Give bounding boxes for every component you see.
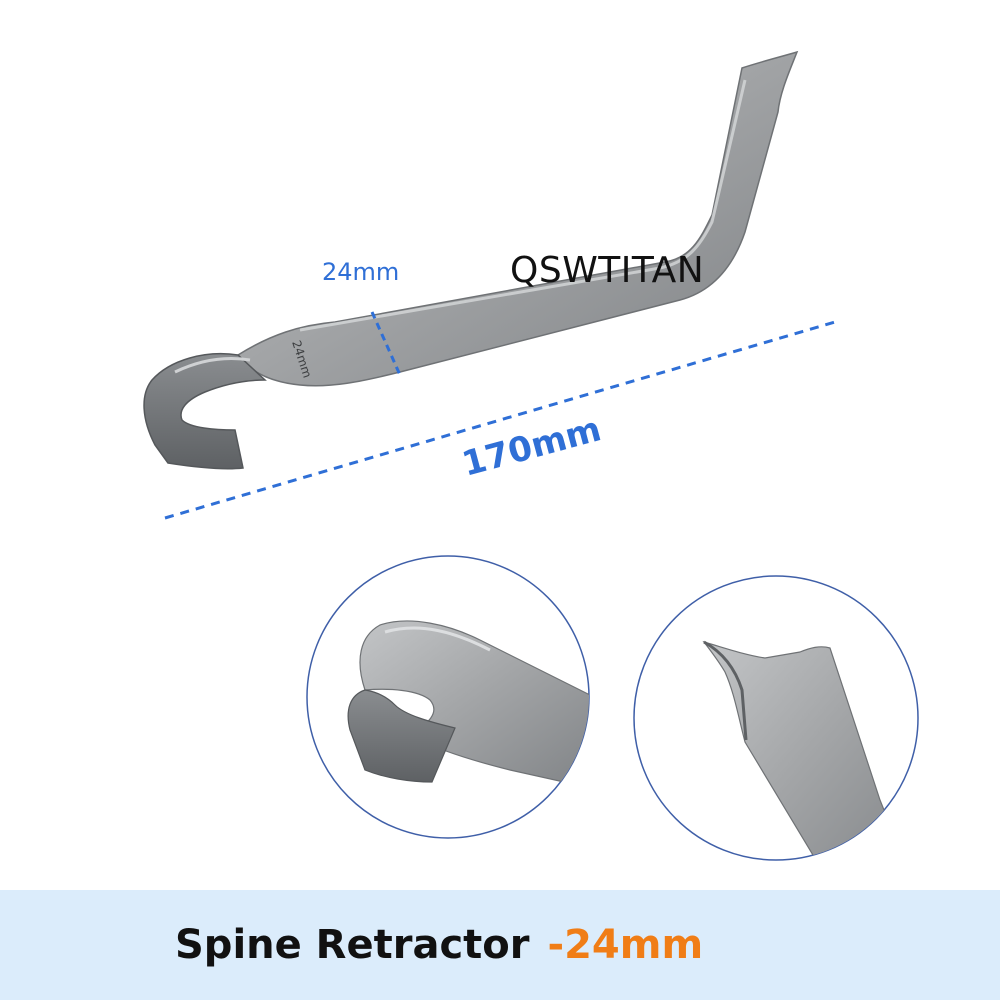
product-title: Spine Retractor: [175, 922, 530, 968]
detail-circle-hook: [306, 555, 590, 839]
brand-watermark: QSWTITAN: [510, 250, 705, 291]
detail-circle-tip: [633, 575, 919, 861]
retractor-hook: [143, 353, 267, 470]
footer-caption: Spine Retractor -24mm: [175, 922, 703, 968]
product-size: -24mm: [547, 922, 704, 968]
retractor-main: [143, 50, 799, 470]
retractor-blade: [236, 50, 799, 387]
width-label: 24mm: [322, 258, 400, 286]
footer-banner: [0, 890, 1000, 1000]
length-dimension-line: [164, 320, 836, 520]
